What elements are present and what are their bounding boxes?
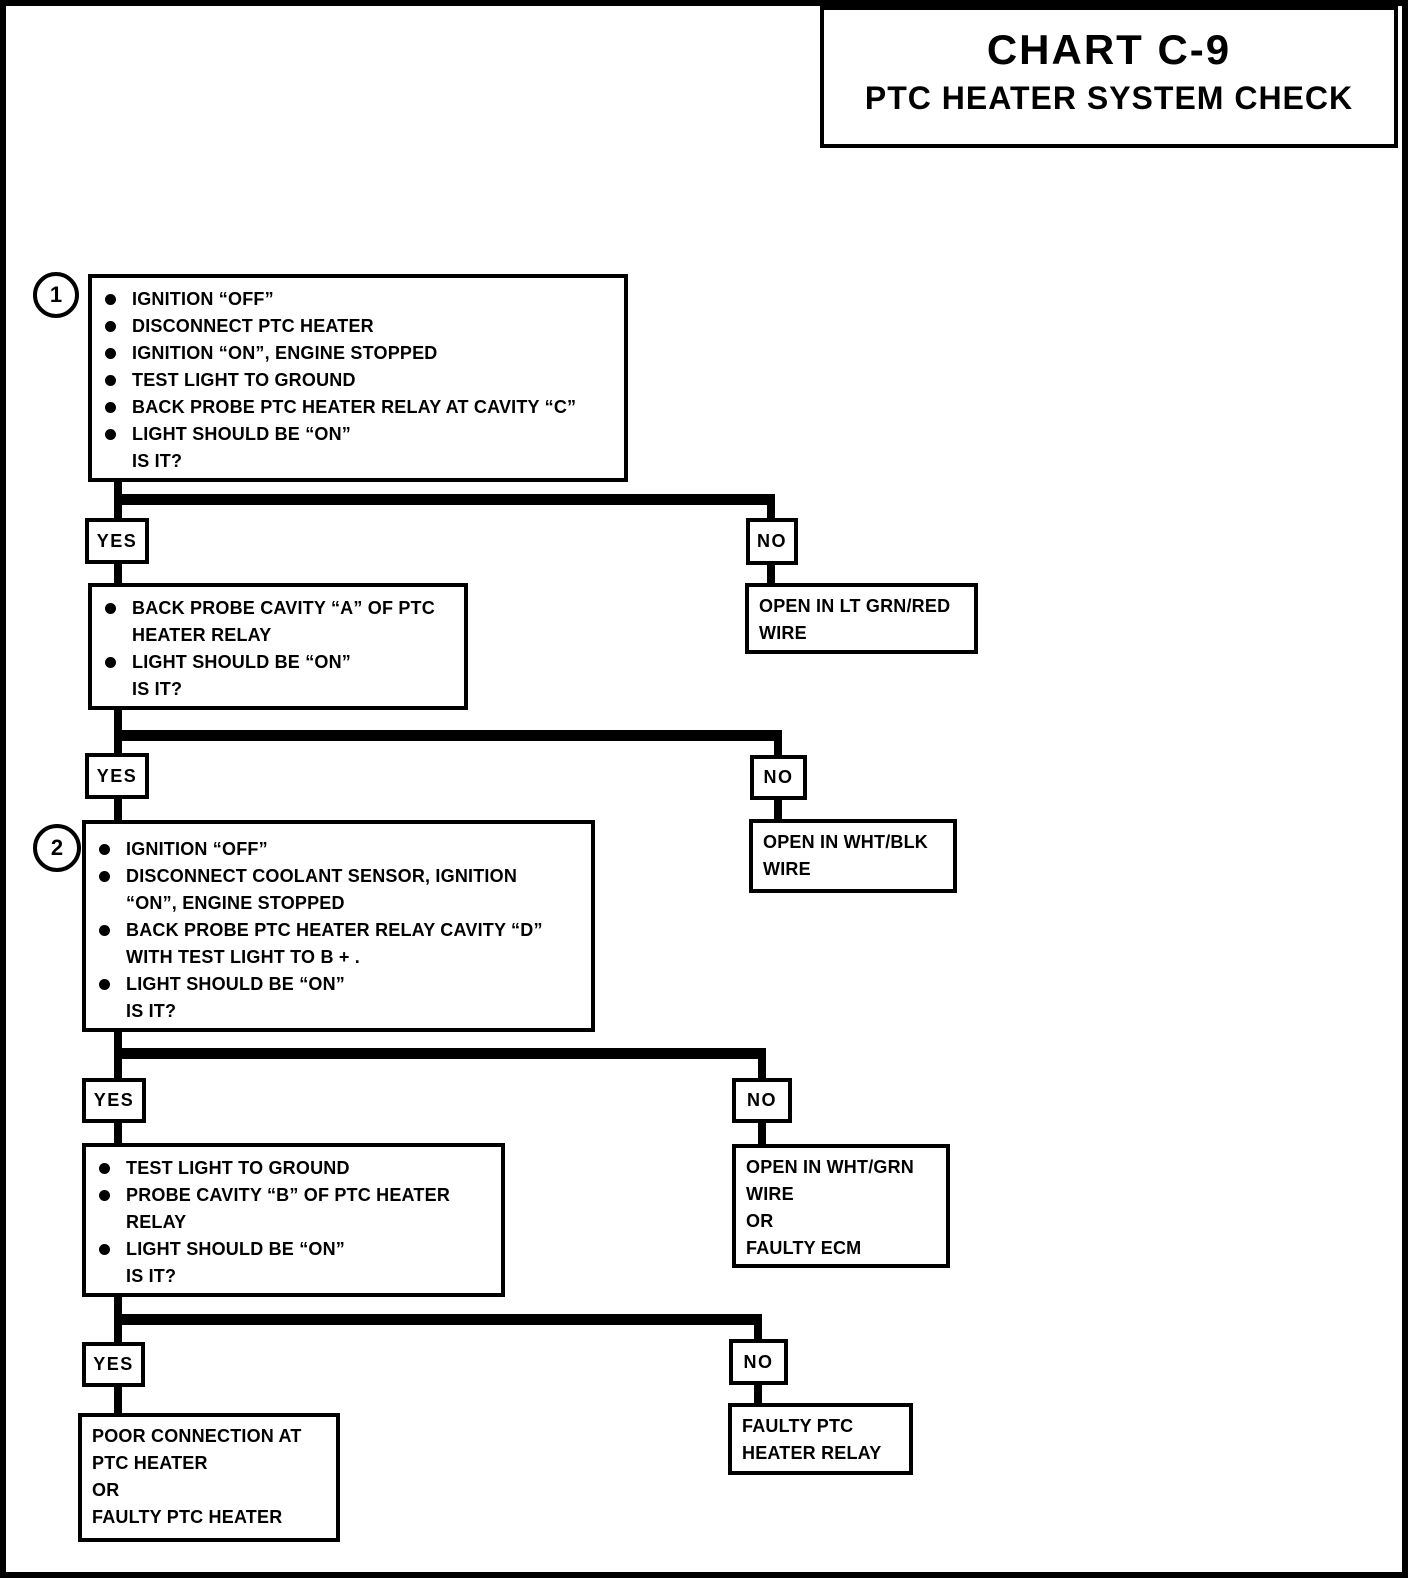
connector-line — [114, 1314, 762, 1325]
connector-line — [774, 730, 782, 757]
connector-line — [114, 1121, 122, 1145]
step-2-box: IGNITION “OFF”DISCONNECT COOLANT SENSOR,… — [82, 820, 595, 1032]
bullet-item: BACK PROBE PTC HEATER RELAY AT CAVITY “C… — [92, 394, 616, 421]
decision-no-2: NO — [750, 755, 807, 800]
bullet-item: LIGHT SHOULD BE “ON” IS IT? — [86, 1236, 493, 1290]
bullet-item: LIGHT SHOULD BE “ON” IS IT? — [92, 649, 456, 703]
chart-title: CHART C-9 — [986, 26, 1232, 73]
result-open-wht-blk-wire: OPEN IN WHT/BLK WIRE — [749, 819, 957, 893]
connector-line — [758, 1048, 766, 1080]
bullet-item: TEST LIGHT TO GROUND — [86, 1155, 493, 1182]
chart-title-box: CHART C-9 PTC HEATER SYSTEM CHECK — [820, 6, 1398, 148]
chart-subtitle: PTC HEATER SYSTEM CHECK — [864, 80, 1354, 116]
connector-line — [114, 1385, 122, 1413]
bullet-item: BACK PROBE PTC HEATER RELAY CAVITY “D” W… — [86, 917, 583, 971]
connector-line — [114, 494, 775, 505]
bullet-item: DISCONNECT PTC HEATER — [92, 313, 616, 340]
connector-line — [774, 798, 782, 821]
decision-yes-1: YES — [85, 518, 149, 564]
step-2-bullet-list: IGNITION “OFF”DISCONNECT COOLANT SENSOR,… — [86, 824, 591, 1025]
step-1-badge-number: 1 — [49, 282, 63, 307]
connector-line — [114, 1048, 766, 1059]
bullet-item: IGNITION “OFF” — [86, 836, 583, 863]
bullet-item: TEST LIGHT TO GROUND — [92, 367, 616, 394]
bullet-item: PROBE CAVITY “B” OF PTC HEATER RELAY — [86, 1182, 493, 1236]
result-poor-connection-or-faulty-ptc-heater: POOR CONNECTION AT PTC HEATER OR FAULTY … — [78, 1413, 340, 1542]
connector-line — [114, 797, 122, 822]
connector-line — [767, 563, 775, 585]
connector-line — [754, 1314, 762, 1341]
connector-line — [767, 494, 775, 522]
bullet-item: BACK PROBE CAVITY “A” OF PTC HEATER RELA… — [92, 595, 456, 649]
bullet-item: LIGHT SHOULD BE “ON” IS IT? — [92, 421, 616, 475]
bullet-item: IGNITION “OFF” — [92, 286, 616, 313]
result-open-wht-grn-wire-or-faulty-ecm: OPEN IN WHT/GRN WIRE OR FAULTY ECM — [732, 1144, 950, 1268]
step-2-badge-number: 2 — [50, 835, 64, 860]
decision-no-1: NO — [746, 518, 798, 565]
decision-no-4: NO — [729, 1339, 788, 1385]
bullet-item: IGNITION “ON”, ENGINE STOPPED — [92, 340, 616, 367]
step-1-badge: 1 — [33, 272, 79, 318]
step-2-badge: 2 — [33, 824, 81, 872]
connector-line — [114, 562, 122, 586]
result-faulty-ptc-heater-relay: FAULTY PTC HEATER RELAY — [728, 1403, 913, 1475]
result-open-lt-grn-red-wire: OPEN IN LT GRN/RED WIRE — [745, 583, 978, 654]
connector-line — [754, 1383, 762, 1405]
decision-yes-3: YES — [82, 1078, 146, 1123]
connector-line — [758, 1121, 766, 1146]
step-1a-box: BACK PROBE CAVITY “A” OF PTC HEATER RELA… — [88, 583, 468, 710]
decision-yes-4: YES — [82, 1342, 145, 1387]
step-1a-bullet-list: BACK PROBE CAVITY “A” OF PTC HEATER RELA… — [92, 587, 464, 703]
connector-line — [114, 730, 782, 741]
decision-no-3: NO — [732, 1078, 792, 1123]
bullet-item: LIGHT SHOULD BE “ON” IS IT? — [86, 971, 583, 1025]
decision-yes-2: YES — [85, 753, 149, 799]
bullet-item: DISCONNECT COOLANT SENSOR, IGNITION “ON”… — [86, 863, 583, 917]
